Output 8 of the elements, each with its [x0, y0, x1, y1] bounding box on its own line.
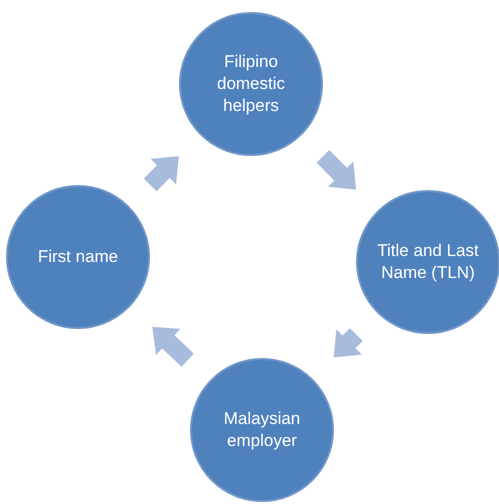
node-label: Title and Last Name (TLN): [376, 240, 480, 284]
block-arrow: [152, 326, 194, 367]
block-arrow: [316, 150, 356, 190]
node-label: Malaysian employer: [222, 408, 302, 452]
node-label: First name: [36, 246, 120, 268]
node-label: Filipino domestic helpers: [216, 50, 286, 118]
block-arrow: [144, 156, 179, 192]
block-arrow: [334, 328, 363, 358]
